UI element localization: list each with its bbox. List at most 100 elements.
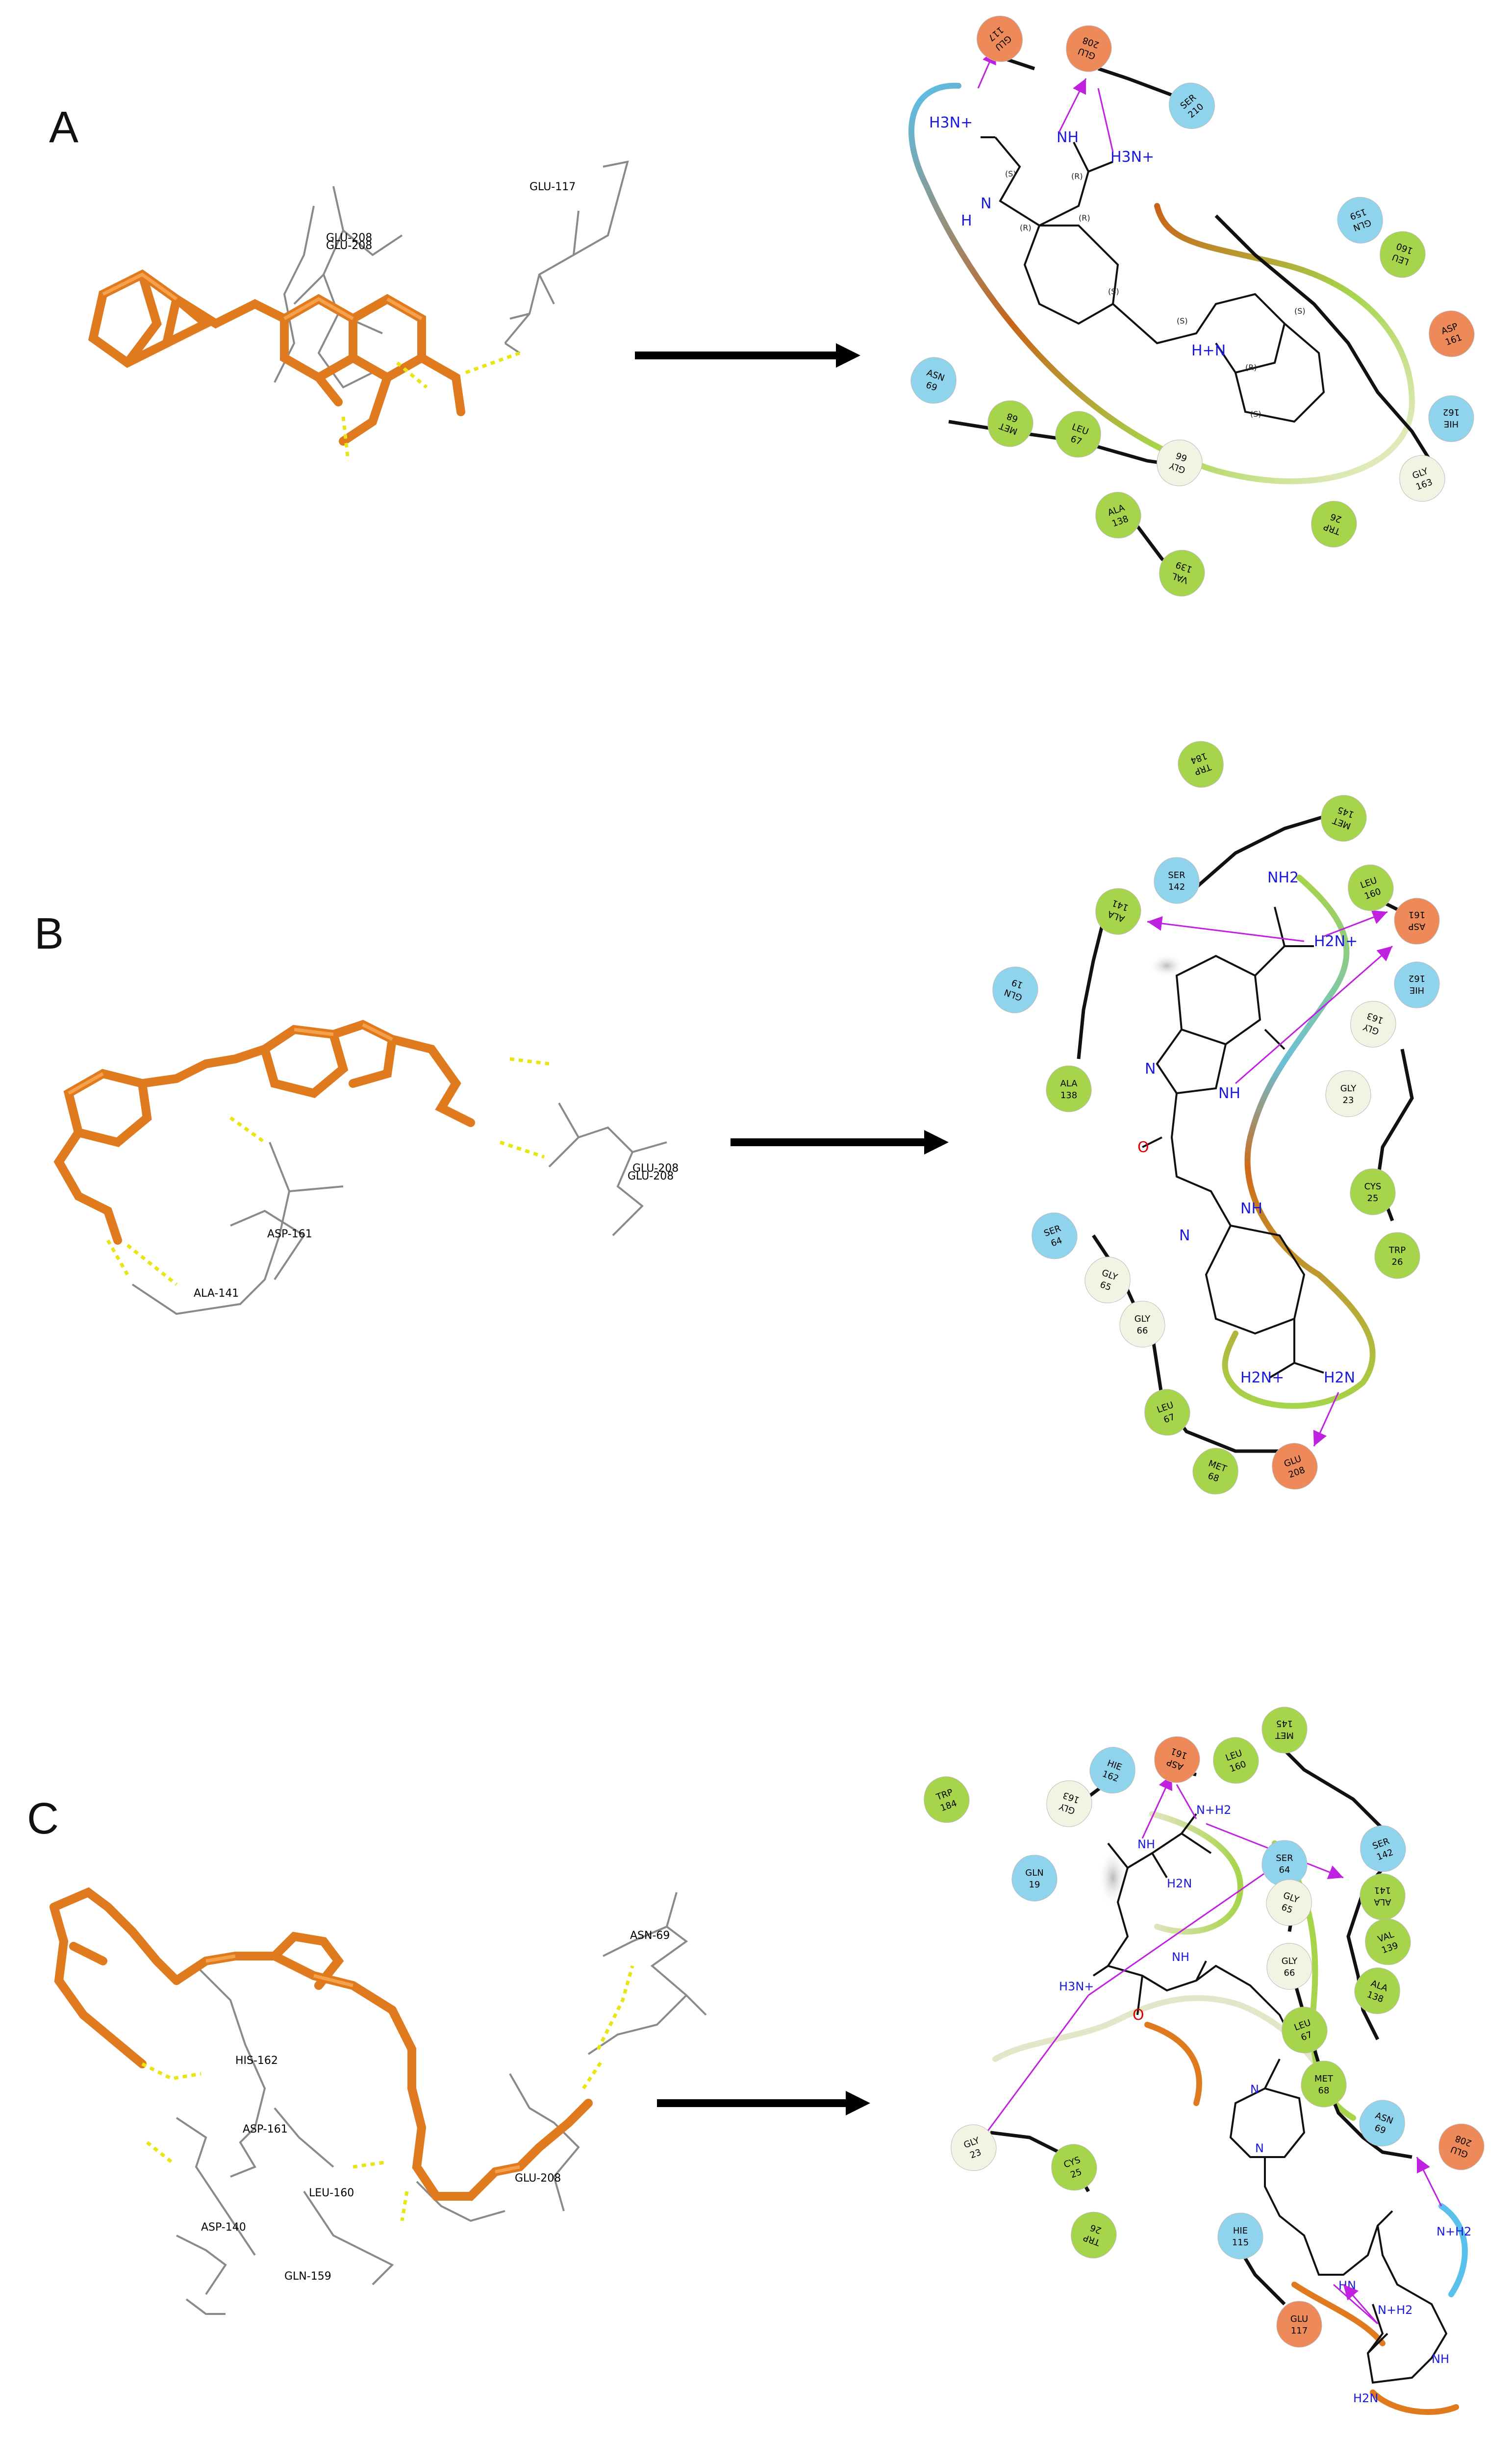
stereo-label: (R) [1245,363,1257,372]
atom-label: NH [1240,1200,1262,1217]
atom-label: H3N+ [1110,149,1154,166]
stereo-label: (R) [1079,213,1090,223]
atom-label: H3N+ [1059,1980,1094,1993]
residue-number: 138 [1060,1090,1077,1101]
residue-name: GLY [1282,1956,1298,1966]
protein-residues-a [274,160,629,389]
pymol-label: GLU-208 [632,1162,679,1175]
atom-label: H+N [1191,342,1226,359]
residue-name: ASP [1409,921,1426,931]
pymol-label: HIS-162 [235,2055,278,2067]
residue-name: HIE [1410,985,1424,995]
residue-name: TRP [1388,1245,1406,1256]
atom-label: N [981,195,991,212]
residue-gly-66: GLY 66 [1266,1943,1312,1990]
pymol-label: ASP-161 [243,2123,288,2136]
protein-residues-b [131,1103,667,1315]
residue-hie-162: HIE 162 [1394,961,1440,1008]
panel-letter-a: A [49,103,78,152]
residue-name: MET [1314,2074,1334,2084]
residue-number: 19 [1029,1880,1040,1890]
residue-number: 142 [1168,882,1185,892]
panel-c: C ASN-69 HIS-162 ASP-161 LEU-160 GLU-208… [27,1707,1485,2415]
pymol-label: ASN-69 [630,1930,670,1942]
arrow-head-b [924,1130,949,1155]
residue-name: GLY [1134,1314,1151,1324]
panel-letter-b: B [34,909,64,958]
atom-label: N+H2 [1436,2225,1471,2238]
atom-label: H2N [1324,1369,1355,1386]
atom-label: NH [1218,1085,1240,1102]
residue-number: 66 [1284,1968,1295,1978]
pymol-label: GLU-208 [628,1170,674,1182]
pymol-label: ALA-141 [194,1287,239,1300]
stereo-label: (S) [1294,306,1306,316]
pymol-label: ASP-161 [267,1228,312,1240]
pymol-label: ASP-140 [201,2221,246,2234]
residue-name: ALA [1060,1079,1078,1089]
residue-number: 68 [1318,2085,1330,2096]
panel-letter-c: C [27,1794,59,1843]
atom-label: NH2 [1267,869,1299,886]
ligand-sticks-b [53,1020,475,1245]
pymol-label: GLU-117 [529,181,576,193]
residue-number: 25 [1367,1193,1379,1204]
atom-label: NH [1137,1837,1155,1851]
atom-label: NH [1057,129,1079,146]
residue-number: 161 [1409,909,1425,920]
residue-name: GLN [1025,1868,1043,1878]
atom-label: N+H2 [1196,1803,1231,1817]
hbonds-b [106,1057,550,1286]
atom-label: NH [1172,1950,1189,1964]
atom-label: N [1145,1060,1156,1078]
atom-label: NH [1432,2352,1449,2366]
panel-b: B GLU-208 GLU-208 ASP-161 ALA-141 [34,741,1440,1495]
pymol-label: LEU-160 [309,2187,354,2199]
ligand-skeleton-a [981,136,1325,423]
residue-number: 162 [1443,407,1460,417]
ligand-sticks-a [88,269,465,446]
residue-gln-19: GLN 19 [1011,1855,1058,1902]
interaction-diagram-a: H3N+ NH H3N+ H N H+N (S) (R) (R) (R) (S)… [908,16,1475,597]
stereo-label: (S) [1250,409,1261,419]
stereo-label: (R) [1020,223,1032,232]
oxygen-label: O [1137,1139,1149,1156]
residue-number: 141 [1374,1885,1391,1895]
residue-markers-b: TRP184MET145SER142ALA141LEU160ASP161HIE1… [992,741,1440,1495]
arrow-head-a [836,343,860,368]
residue-number: 64 [1279,1865,1290,1875]
residue-number: 162 [1409,973,1425,983]
atom-label: H2N+ [1240,1369,1284,1386]
interaction-diagram-b: NH2 H2N+ N NH NH N H2N+ H2N O TRP184MET1… [992,741,1440,1495]
residue-number: 26 [1392,1257,1403,1267]
